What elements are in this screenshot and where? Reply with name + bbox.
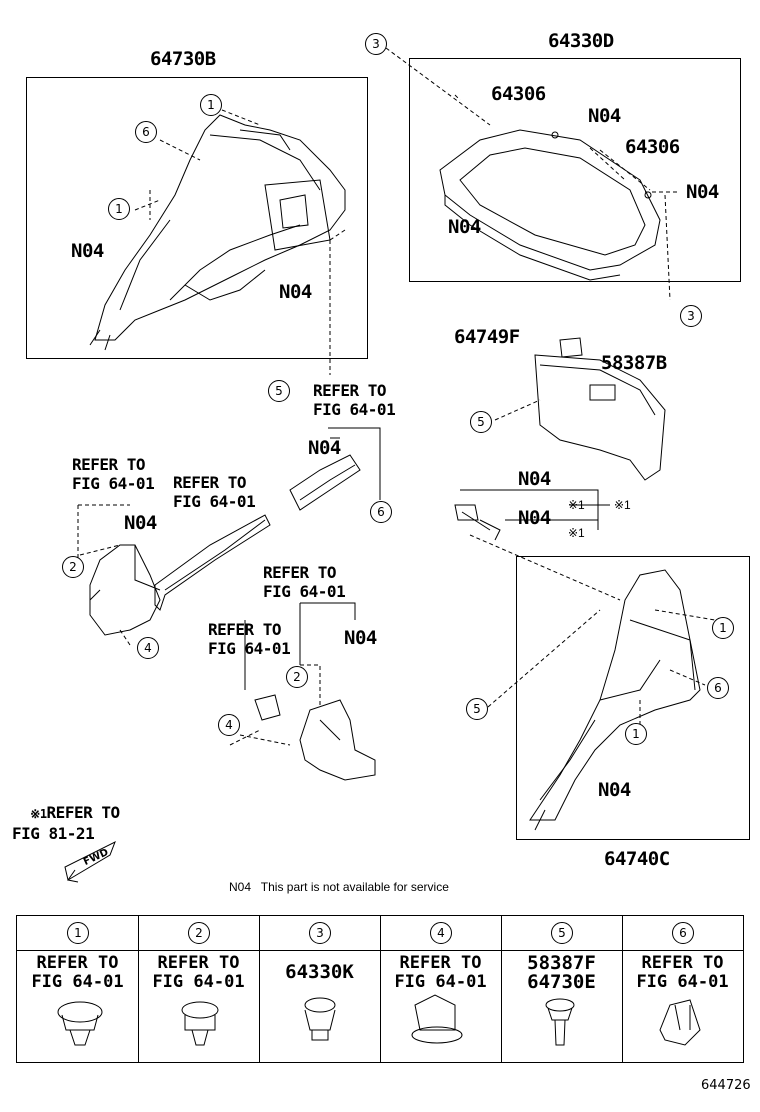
- clips-drawing: [454, 504, 621, 601]
- part-64306-lower: 64306: [625, 136, 680, 158]
- callout-4: 4: [137, 637, 159, 659]
- leaders-mid: [77, 504, 131, 646]
- legend-num-2: 2: [188, 922, 210, 944]
- refer-fig-64-01: REFER TO FIG 64-01: [173, 473, 256, 511]
- legend-text-3: 64330K: [285, 961, 354, 983]
- legend-icons: [57, 994, 701, 1046]
- callout-2: 2: [286, 666, 308, 688]
- n04-label: N04: [279, 281, 312, 303]
- n04-label: N04: [124, 512, 157, 534]
- n04-label: N04: [308, 437, 341, 459]
- note-mark: ※1: [568, 498, 585, 512]
- group-box-64740c: [516, 556, 750, 840]
- callout-1: 1: [625, 723, 647, 745]
- legend-num-1: 1: [67, 922, 89, 944]
- group-label-58387b: 58387B: [601, 352, 667, 374]
- legend-text-4: REFER TO FIG 64-01: [394, 953, 487, 992]
- callout-6: 6: [135, 121, 157, 143]
- callout-5: 5: [466, 698, 488, 720]
- clip-icon-4: [411, 994, 463, 1044]
- callout-6: 6: [370, 501, 392, 523]
- group-box-64330d: [409, 58, 741, 282]
- pillar-trim-drawing: [289, 454, 361, 511]
- deck-trim-drawing: [534, 337, 666, 481]
- leaders-g3: [494, 399, 541, 421]
- callout-3: 3: [365, 33, 387, 55]
- clip-icon-5: [545, 998, 575, 1046]
- clip-icon-2: [181, 1001, 219, 1046]
- callout-6: 6: [707, 677, 729, 699]
- n04-label: N04: [598, 779, 631, 801]
- availability-note: N04 This part is not available for servi…: [229, 880, 449, 894]
- legend-text-1: REFER TO FIG 64-01: [31, 953, 124, 992]
- clip-icon-6: [659, 999, 701, 1046]
- n04-label: N04: [344, 627, 377, 649]
- refer-fig-81-21: ※1REFER TO FIG 81-21: [12, 784, 120, 843]
- leaders-g1: [134, 109, 346, 375]
- rear-panel-drawing: [254, 694, 376, 781]
- group-label-64740c: 64740C: [604, 848, 670, 870]
- group-label-64330d: 64330D: [548, 30, 614, 52]
- legend-num-5: 5: [551, 922, 573, 944]
- callout-3: 3: [680, 305, 702, 327]
- legend-text-5: 58387F 64730E: [527, 952, 596, 993]
- part-64749f: 64749F: [454, 326, 520, 348]
- n04-label: N04: [686, 181, 719, 203]
- leaders-g4: [487, 609, 716, 725]
- package-tray-drawing: [439, 129, 661, 281]
- leaders-low: [229, 664, 321, 746]
- n04-label: N04: [518, 507, 551, 529]
- callout-1: 1: [108, 198, 130, 220]
- diagram-id: 644726: [701, 1078, 751, 1093]
- part-64306-upper: 64306: [491, 83, 546, 105]
- legend-text-2: REFER TO FIG 64-01: [152, 953, 245, 992]
- n04-label: N04: [518, 468, 551, 490]
- legend-table: 1 2 3 4 5 6 REFER TO FIG 64-01 REFER TO …: [16, 915, 744, 1063]
- clip-icon-3: [304, 997, 336, 1041]
- refer-fig-64-01: REFER TO FIG 64-01: [263, 563, 346, 601]
- group-box-64730b: [26, 77, 368, 359]
- bracket-lines: [244, 427, 610, 690]
- callout-1: 1: [200, 94, 222, 116]
- legend-num-4: 4: [430, 922, 452, 944]
- scuff-plate-drawing: [154, 514, 271, 611]
- side-panel-drawing: [89, 544, 161, 636]
- refer-fig-64-01: REFER TO FIG 64-01: [72, 455, 155, 493]
- refer-fig-64-01: REFER TO FIG 64-01: [208, 620, 291, 658]
- legend-text-6: REFER TO FIG 64-01: [636, 953, 729, 992]
- refer-fig-81-21-text: REFER TO FIG 81-21: [12, 803, 120, 843]
- n04-label: N04: [71, 240, 104, 262]
- callout-1: 1: [712, 617, 734, 639]
- fwd-arrow: [64, 840, 116, 881]
- group-label-64730b: 64730B: [150, 48, 216, 70]
- callout-5: 5: [268, 380, 290, 402]
- legend-num-3: 3: [309, 922, 331, 944]
- callout-5: 5: [470, 411, 492, 433]
- refer-fig-64-01: REFER TO FIG 64-01: [313, 381, 396, 419]
- note-mark: ※1: [30, 807, 47, 821]
- callout-4: 4: [218, 714, 240, 736]
- clip-icon-1: [57, 1001, 103, 1046]
- n04-label: N04: [588, 105, 621, 127]
- leaders-g2: [385, 47, 680, 301]
- callout-2: 2: [62, 556, 84, 578]
- legend-num-6: 6: [672, 922, 694, 944]
- note-mark: ※1: [614, 498, 631, 512]
- note-mark: ※1: [568, 526, 585, 540]
- n04-label: N04: [448, 216, 481, 238]
